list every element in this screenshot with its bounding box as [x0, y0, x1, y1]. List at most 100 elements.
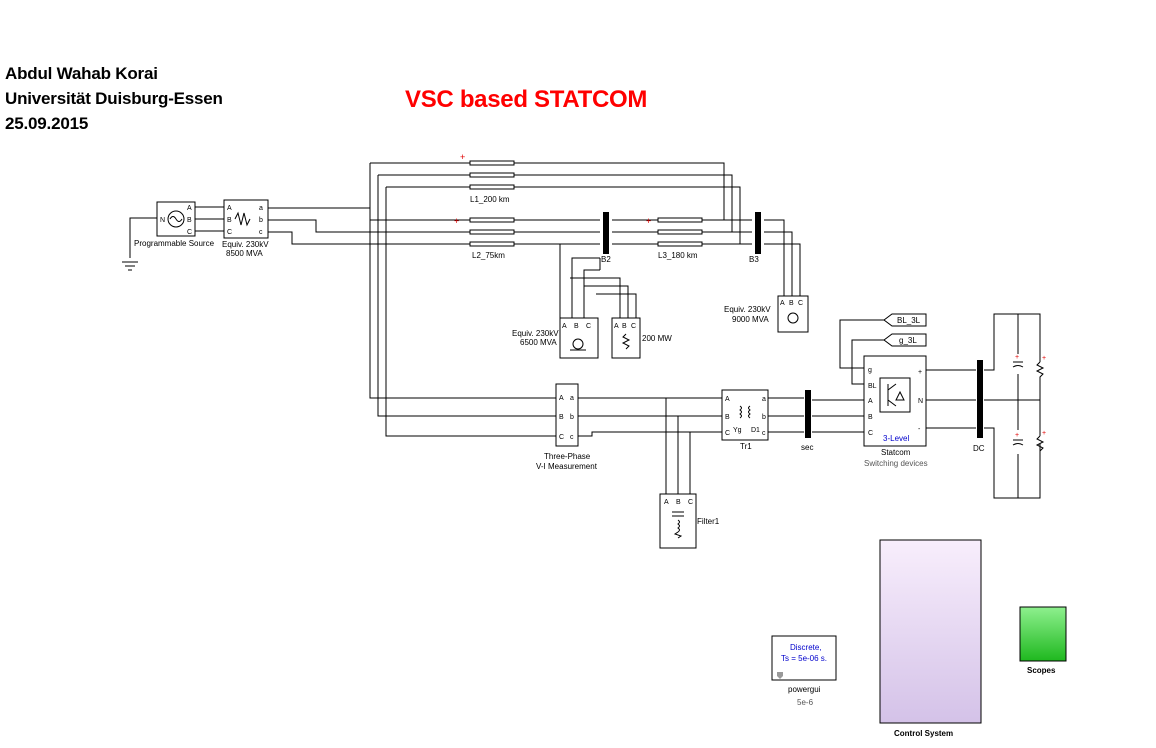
svg-text:B: B — [227, 217, 232, 224]
scopes-block[interactable] — [1019, 606, 1067, 662]
tag-g-3l[interactable]: g_3L — [883, 333, 927, 347]
svg-text:C: C — [725, 430, 730, 437]
svg-text:C: C — [187, 229, 192, 236]
svg-text:A: A — [559, 395, 564, 402]
svg-text:N: N — [918, 398, 923, 405]
transformer-label: Tr1 — [740, 442, 752, 451]
vi-meas-label-1: Three-Phase — [544, 452, 591, 461]
svg-text:B: B — [559, 414, 564, 421]
equiv-source-mid-block[interactable]: A B C — [559, 317, 599, 359]
filter-block[interactable]: A B C — [659, 493, 697, 549]
filter-label: Filter1 — [697, 517, 720, 526]
equiv-source-left-block[interactable]: A B C a b c — [223, 199, 269, 239]
svg-text:b: b — [762, 414, 766, 421]
load-200mw-block[interactable]: A B C — [611, 317, 641, 359]
svg-text:c: c — [762, 430, 766, 437]
svg-text:N: N — [160, 217, 165, 224]
statcom-block[interactable]: g BL A B C + N - 3-Level — [863, 355, 927, 447]
equiv-right-label-1: Equiv. 230kV — [724, 305, 771, 314]
line-l3-label: L3_180 km — [658, 251, 698, 260]
vi-meas-label-2: V-I Measurement — [536, 462, 598, 471]
university-name: Universität Duisburg-Essen — [5, 89, 223, 108]
equiv-right-label-2: 9000 MVA — [732, 315, 769, 324]
programmable-source-label: Programmable Source — [134, 239, 215, 248]
line-l1-label: L1_200 km — [470, 195, 510, 204]
svg-text:+: + — [460, 152, 465, 162]
tag-g-label: g_3L — [899, 336, 917, 345]
svg-text:b: b — [259, 217, 263, 224]
svg-text:B: B — [868, 414, 873, 421]
equiv-source-right-block[interactable]: A B C — [777, 295, 809, 333]
diagram-title: VSC based STATCOM — [405, 86, 648, 113]
bus-b2-label: B2 — [601, 255, 611, 264]
svg-text:-: - — [918, 426, 921, 433]
powergui-block[interactable]: Discrete, Ts = 5e-06 s. — [771, 635, 837, 681]
programmable-source-block[interactable]: N A B C — [156, 201, 196, 237]
transformer-d-label: D1 — [751, 427, 760, 434]
svg-text:A: A — [562, 323, 567, 330]
svg-text:b: b — [570, 414, 574, 421]
svg-text:C: C — [631, 323, 636, 330]
svg-text:A: A — [187, 205, 192, 212]
svg-text:+: + — [1015, 432, 1019, 439]
powergui-label: powergui — [788, 685, 821, 694]
svg-text:A: A — [868, 398, 873, 405]
svg-text:A: A — [227, 205, 232, 212]
line-l3-block[interactable]: + — [644, 216, 716, 247]
tag-bl-label: BL_3L — [897, 316, 921, 325]
svg-text:C: C — [868, 430, 873, 437]
svg-text:A: A — [725, 396, 730, 403]
equiv-left-label-2: 8500 MVA — [226, 249, 263, 258]
svg-text:+: + — [918, 369, 922, 376]
transformer-block[interactable]: A B C a b c Yg D1 — [721, 389, 769, 441]
svg-text:A: A — [664, 499, 669, 506]
svg-text:C: C — [227, 229, 232, 236]
svg-text:c: c — [570, 434, 574, 441]
svg-text:c: c — [259, 229, 263, 236]
statcom-label: Statcom — [881, 448, 911, 457]
dc-capacitors: + + + + — [1012, 354, 1046, 452]
equiv-left-label-1: Equiv. 230kV — [222, 240, 269, 249]
svg-text:+: + — [646, 216, 651, 226]
bus-b3[interactable] — [755, 212, 761, 254]
tag-bl-3l[interactable]: BL_3L — [883, 313, 927, 327]
vi-measurement-block[interactable]: A B C a b c — [555, 383, 579, 447]
svg-text:C: C — [559, 434, 564, 441]
svg-text:C: C — [798, 300, 803, 307]
svg-text:B: B — [574, 323, 579, 330]
statcom-sub-label: Switching devices — [864, 459, 928, 468]
line-l2-label: L2_75km — [472, 251, 505, 260]
powergui-line2: Ts = 5e-06 s. — [781, 654, 827, 663]
svg-text:+: + — [1015, 354, 1019, 361]
control-system-block[interactable] — [879, 539, 982, 724]
line-l1-block[interactable]: + — [456, 152, 528, 190]
bus-b2[interactable] — [603, 212, 609, 254]
svg-text:a: a — [259, 205, 263, 212]
transformer-y-label: Yg — [733, 427, 742, 434]
svg-text:B: B — [622, 323, 627, 330]
bus-dc[interactable] — [977, 360, 983, 438]
line-l2-block[interactable]: + — [454, 216, 528, 247]
svg-text:B: B — [676, 499, 681, 506]
bus-sec-label: sec — [801, 443, 813, 452]
svg-text:a: a — [570, 395, 574, 402]
powergui-sub-label: 5e-6 — [797, 698, 814, 707]
svg-text:BL: BL — [868, 383, 877, 390]
statcom-level-label: 3-Level — [883, 434, 909, 443]
svg-text:A: A — [614, 323, 619, 330]
equiv-mid-label-2: 6500 MVA — [520, 338, 557, 347]
bus-b3-label: B3 — [749, 255, 759, 264]
svg-text:g: g — [868, 367, 872, 374]
bus-sec[interactable] — [805, 390, 811, 438]
powergui-line1: Discrete, — [790, 643, 822, 652]
svg-text:B: B — [789, 300, 794, 307]
svg-text:A: A — [780, 300, 785, 307]
equiv-mid-label-1: Equiv. 230kV — [512, 329, 559, 338]
load-label: 200 MW — [642, 334, 672, 343]
svg-text:C: C — [586, 323, 591, 330]
date-label: 25.09.2015 — [5, 114, 89, 133]
wires — [122, 162, 1041, 499]
svg-text:C: C — [688, 499, 693, 506]
svg-text:B: B — [725, 414, 730, 421]
